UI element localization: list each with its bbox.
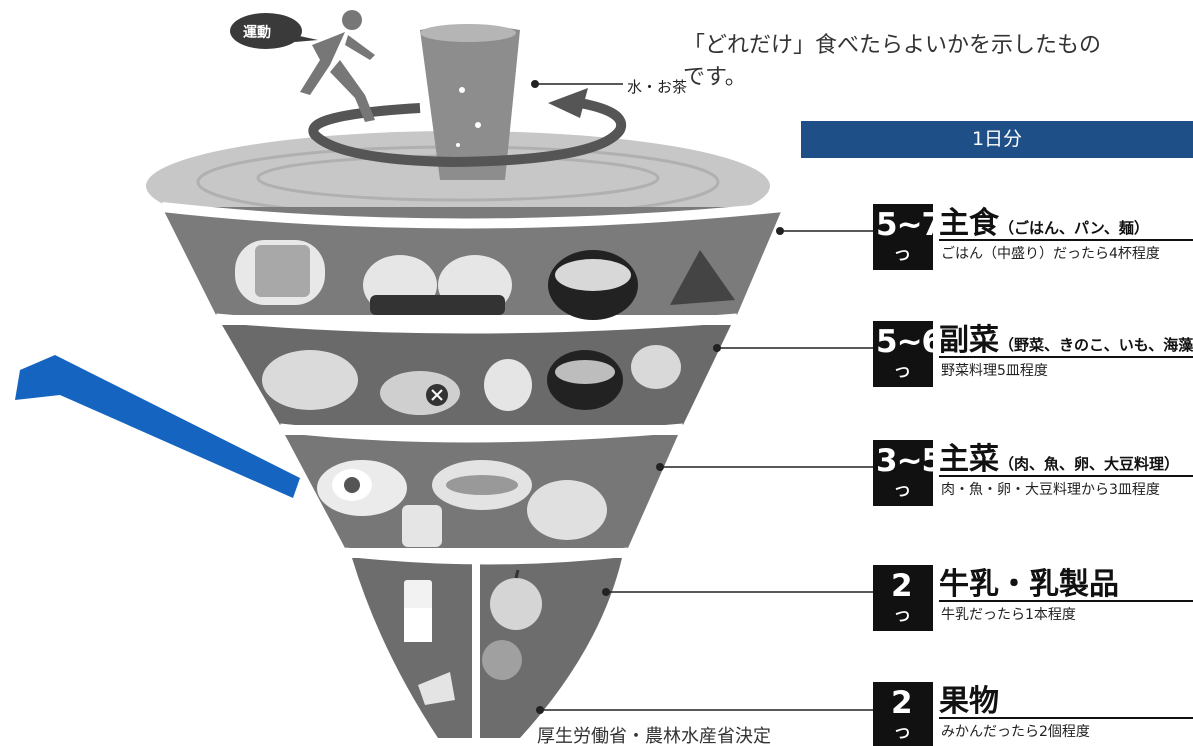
group-title: 牛乳・乳製品 <box>939 567 1119 602</box>
group-subtitle: （肉、魚、卵、大豆料理） <box>999 455 1180 473</box>
water-tea-label: 水・お茶 <box>627 78 688 96</box>
orange <box>482 640 522 680</box>
servings-unit: つ <box>895 724 911 742</box>
group-note: 野菜料理5皿程度 <box>941 363 1048 379</box>
servings-badge: 5~6 つ <box>873 321 943 387</box>
rice-ball <box>670 250 735 305</box>
exercise-bubble <box>230 13 302 49</box>
group-subtitle: （ごはん、パン、麺） <box>999 219 1149 237</box>
daily-amount-banner: 1日分 <box>801 121 1193 158</box>
servings-badge: 5~7 つ <box>873 204 943 270</box>
cheese <box>418 672 455 705</box>
group-title: 果物 <box>939 684 999 719</box>
divider <box>939 475 1193 477</box>
divider <box>939 717 1193 719</box>
runner-figure <box>300 10 375 122</box>
group-note: 肉・魚・卵・大豆料理から3皿程度 <box>941 482 1160 498</box>
salad-bowl <box>262 350 358 410</box>
group-note: みかんだったら2個程度 <box>941 724 1090 740</box>
snack-ribbon <box>15 355 300 498</box>
credit-text: 厚生労働省・農林水産省決定 <box>537 726 771 746</box>
servings-count: 2 <box>891 568 913 604</box>
group-note: 牛乳だったら1本程度 <box>941 607 1076 623</box>
intro-text: 「どれだけ」食べたらよいかを示したもの です。 <box>683 0 1193 94</box>
group-subtitle: （野菜、きのこ、いも、海藻料理） <box>999 336 1193 354</box>
servings-badge: 2 つ <box>873 565 933 631</box>
group-title: 主食 <box>939 206 999 241</box>
divider <box>939 356 1193 358</box>
water-glass <box>420 25 520 180</box>
divider <box>939 600 1193 602</box>
servings-badge: 3~5 つ <box>873 440 943 506</box>
divider <box>939 239 1193 241</box>
group-title: 主菜 <box>939 442 999 477</box>
spin-arrow <box>308 98 627 168</box>
servings-count: 2 <box>891 685 913 721</box>
exercise-label: 運動 <box>243 25 271 41</box>
servings-unit: つ <box>895 363 911 381</box>
servings-unit: つ <box>895 246 911 264</box>
servings-unit: つ <box>895 482 911 500</box>
servings-count: 5~6 <box>876 324 943 360</box>
servings-count: 5~7 <box>876 207 943 243</box>
group-note: ごはん（中盛り）だったら4杯程度 <box>941 246 1160 262</box>
servings-unit: つ <box>895 607 911 625</box>
apple <box>490 578 542 630</box>
intro-line-1 <box>683 0 1193 30</box>
servings-count: 3~5 <box>876 443 943 479</box>
servings-badge: 2 つ <box>873 682 933 746</box>
intro-line-2: 「どれだけ」食べたらよいかを示したもの <box>683 33 1102 58</box>
group-title: 副菜 <box>939 323 999 358</box>
intro-line-3: です。 <box>683 65 747 90</box>
